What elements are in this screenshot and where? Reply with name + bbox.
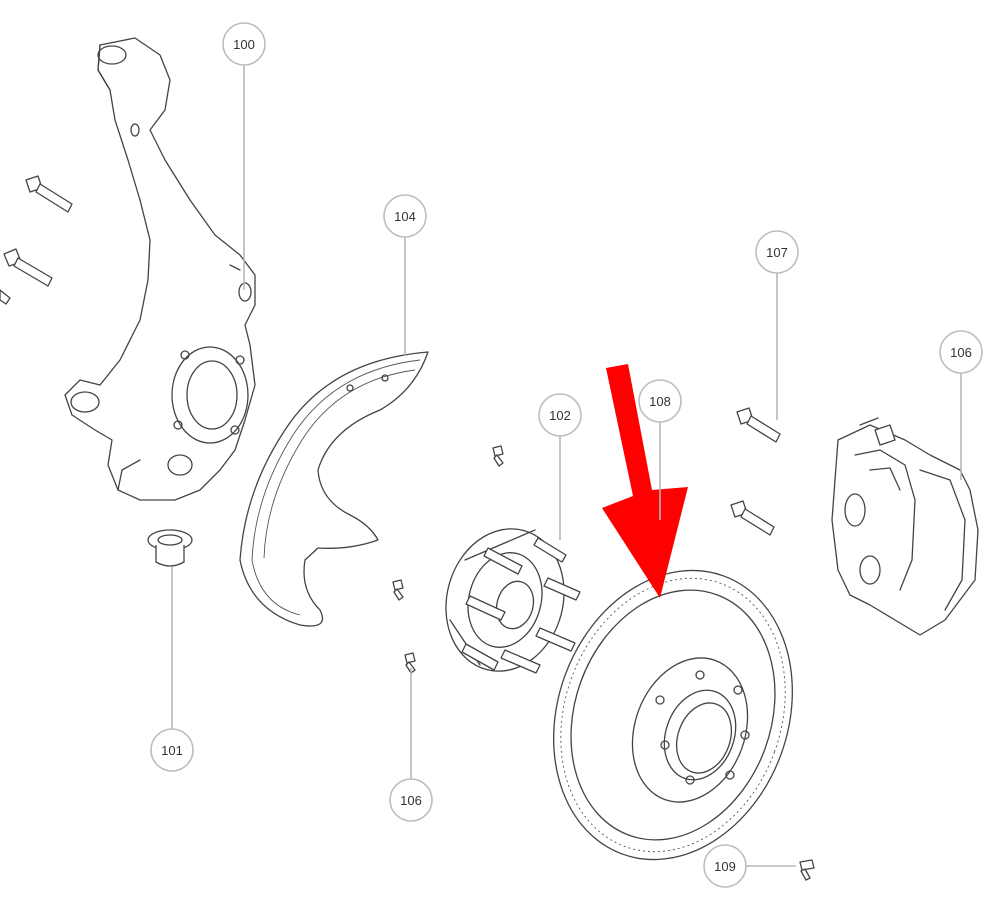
callout-label-108: 108: [649, 394, 671, 409]
callout-label-101: 101: [161, 743, 183, 758]
hub-stud-3: [535, 627, 576, 652]
caliper-bolt-2: [730, 500, 775, 536]
shield-screw-2: [392, 579, 404, 601]
callout-109: 109: [703, 844, 747, 888]
callout-108: 108: [638, 379, 682, 423]
hub-stud-5: [461, 643, 499, 671]
callout-label-106-caliper: 106: [950, 345, 972, 360]
caliper-bolt-1: [736, 407, 781, 443]
callout-label-100: 100: [233, 37, 255, 52]
knuckle-bolt-1: [25, 175, 73, 213]
wheel-hub: [445, 528, 581, 674]
brake-disc: [553, 569, 793, 861]
callout-106-caliper: 106: [939, 330, 983, 374]
callout-label-106-screw: 106: [400, 793, 422, 808]
hub-stud-6: [465, 595, 506, 621]
callout-label-107: 107: [766, 245, 788, 260]
hub-stud-7: [483, 547, 523, 575]
hub-stud-2: [543, 577, 581, 601]
callout-101: 101: [150, 728, 194, 772]
leader-lines: [171, 64, 962, 867]
hub-stud-1: [533, 537, 567, 563]
callout-102: 102: [538, 393, 582, 437]
red-arrow-icon: [602, 364, 688, 598]
shield-screw-3: [404, 652, 416, 674]
callout-107: 107: [755, 230, 799, 274]
knuckle-bolt-2: [3, 248, 53, 287]
hub-stud-4: [500, 649, 541, 674]
callout-100: 100: [222, 22, 266, 66]
callout-label-109: 109: [714, 859, 736, 874]
dust-shield: [239, 351, 429, 627]
callout-label-104: 104: [394, 209, 416, 224]
knuckle-bolt-3: [0, 289, 11, 305]
shield-screw-1: [492, 445, 504, 467]
bushing: [147, 529, 193, 567]
callout-104: 104: [383, 194, 427, 238]
steering-knuckle: [64, 37, 256, 501]
disc-screw: [799, 859, 815, 881]
callout-label-102: 102: [549, 408, 571, 423]
callout-106-screw: 106: [389, 778, 433, 822]
brake-caliper: [831, 417, 979, 636]
